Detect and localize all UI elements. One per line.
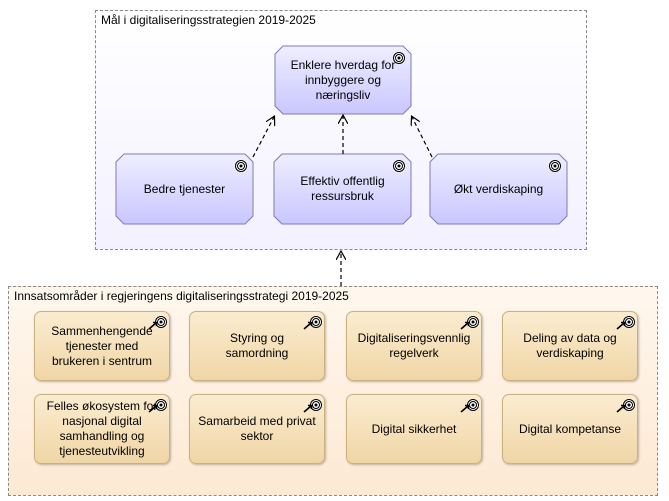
focus-area-label: Digital kompetanse [518, 421, 622, 436]
focus-area-node[interactable]: Samarbeid med privat sektor [189, 394, 325, 464]
focus-area-label: Digital sikkerhet [371, 421, 457, 436]
focus-area-node[interactable]: Digital kompetanse [502, 394, 638, 464]
sub-goal-node[interactable]: Effektiv offentlig ressursbruk [274, 154, 411, 224]
sub-goal-label: Effektiv offentlig ressursbruk [300, 174, 385, 203]
focus-area-label: Sammenhengende tjenester med brukeren i … [51, 323, 153, 368]
focus-area-node[interactable]: Styring og samordning [189, 311, 325, 381]
focus-area-label: Styring og samordning [225, 331, 289, 360]
sub-goal-node[interactable]: Økt verdiskaping [430, 154, 567, 224]
focus-area-node[interactable]: Felles økosystem for nasjonal digital sa… [34, 394, 170, 464]
focus-area-node[interactable]: Digitaliseringsvennlig regelverk [346, 311, 482, 381]
main-goal-label: Enklere hverdag for innbyggere og næring… [290, 57, 396, 102]
focus-area-node[interactable]: Sammenhengende tjenester med brukeren i … [34, 311, 170, 381]
focus-areas-group-title: Innsatsområder i regjeringens digitalise… [14, 289, 349, 303]
main-goal-node[interactable]: Enklere hverdag for innbyggere og næring… [275, 46, 411, 114]
sub-goal-label: Bedre tjenester [143, 181, 226, 196]
focus-area-label: Digitaliseringsvennlig regelverk [357, 331, 471, 360]
goals-group-title: Mål i digitaliseringsstrategien 2019-202… [101, 13, 316, 27]
sub-goal-node[interactable]: Bedre tjenester [116, 154, 253, 224]
focus-area-label: Samarbeid med privat sektor [198, 414, 316, 443]
sub-goal-label: Økt verdiskaping [453, 181, 544, 196]
focus-area-node[interactable]: Deling av data og verdiskaping [502, 311, 638, 381]
focus-area-node[interactable]: Digital sikkerhet [346, 394, 482, 464]
focus-area-label: Deling av data og verdiskaping [523, 331, 617, 360]
focus-area-label: Felles økosystem for nasjonal digital sa… [46, 399, 158, 458]
